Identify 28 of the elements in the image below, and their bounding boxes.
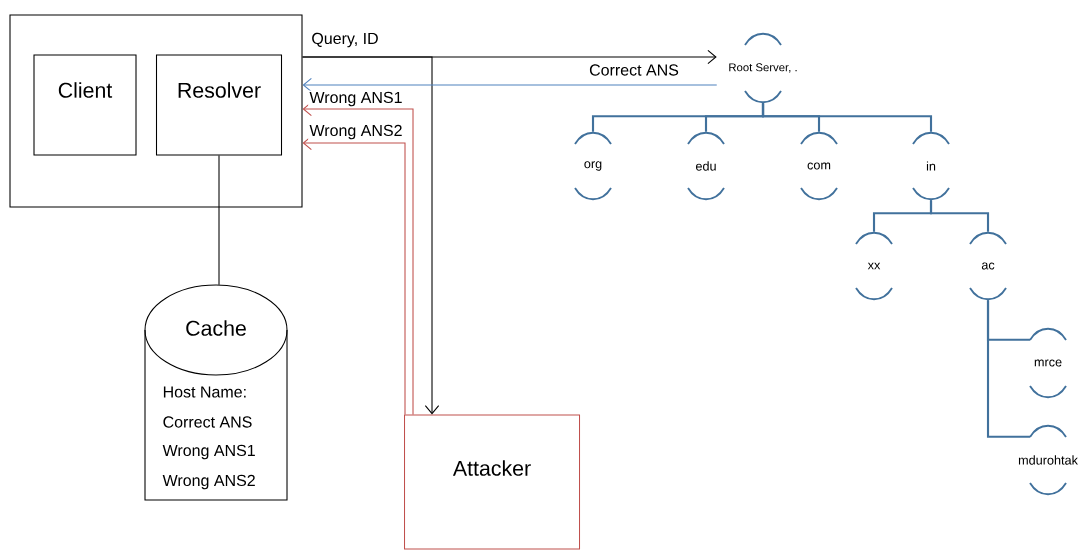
- tree-node: xx: [855, 231, 893, 301]
- tree-node: ac: [969, 231, 1007, 301]
- node-label: Correct ANS: [163, 416, 252, 428]
- edge-label: Wrong ANS2: [308, 123, 404, 141]
- tree-node: com: [800, 131, 838, 201]
- database-cylinder: Cache Host Name: Correct ANS Wrong ANS1 Wrong ANS2: [144, 284, 288, 501]
- device-box: [9, 14, 303, 208]
- process-box: Client: [33, 54, 137, 156]
- process-box: Resolver: [155, 54, 283, 156]
- tree-node: in: [912, 131, 950, 201]
- tree-node: Root Server, .: [729, 32, 797, 104]
- connector-line: [218, 155, 220, 286]
- tree-node: mrce: [1029, 327, 1067, 399]
- connector-line: [929, 200, 990, 232]
- arrow: [302, 56, 440, 415]
- connector-line: [986, 300, 1030, 438]
- edge-label: Wrong ANS1: [308, 90, 404, 108]
- tree-node: org: [574, 131, 612, 201]
- node-label: Wrong ANS2: [162, 474, 255, 490]
- edge-label: Correct ANS: [587, 63, 681, 77]
- tree-node: edu: [687, 131, 725, 201]
- node-label: Wrong ANS1: [162, 444, 255, 460]
- attacker-box: Attacker: [403, 414, 581, 550]
- edge-label: Query, ID: [310, 31, 380, 49]
- node-label: Host Name:: [163, 386, 246, 398]
- arrow: [302, 77, 718, 93]
- tree-node: mdurohtak: [1018, 424, 1078, 496]
- connector-line: [761, 103, 933, 132]
